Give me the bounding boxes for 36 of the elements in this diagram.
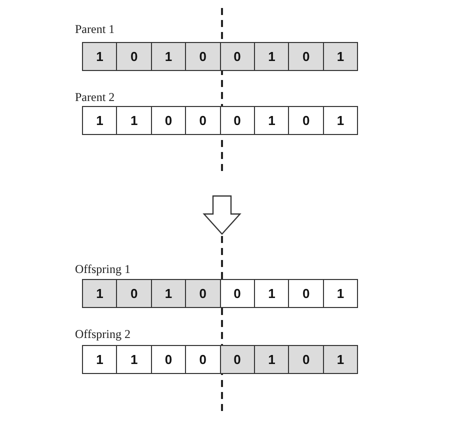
bit-cell: 0 [185,106,221,135]
bit-cell: 1 [82,345,118,374]
bit-cell: 0 [116,279,152,308]
bit-cell: 0 [185,345,221,374]
bit-cell: 1 [254,345,290,374]
bit-cell: 1 [322,345,358,374]
bit-cell: 1 [116,106,152,135]
bit-cell: 0 [288,279,324,308]
bit-cell: 0 [220,106,255,135]
bit-cell: 1 [150,42,186,71]
bit-cell: 1 [322,279,358,308]
bit-cell: 1 [254,106,290,135]
row-heading: Parent 2 [75,90,115,105]
row-heading: Offspring 2 [75,327,130,342]
bit-cell: 1 [116,345,152,374]
bit-cell: 0 [150,345,186,374]
bit-cell: 1 [82,106,118,135]
row-heading: Offspring 1 [75,262,130,277]
bit-cell: 1 [254,42,290,71]
bit-cell: 0 [288,106,324,135]
bit-cell: 0 [116,42,152,71]
row-heading: Parent 1 [75,22,115,37]
bit-cell: 0 [185,42,221,71]
bit-cell: 1 [82,42,118,71]
bit-cell: 1 [322,106,358,135]
bit-cell: 0 [150,106,186,135]
bit-cell: 1 [322,42,358,71]
bit-cell: 0 [220,42,255,71]
bit-cell: 0 [185,279,221,308]
bit-cell: 1 [82,279,118,308]
bit-cell: 1 [150,279,186,308]
bit-cell: 0 [288,42,324,71]
bit-cell: 0 [288,345,324,374]
bit-cell: 0 [220,345,255,374]
bit-cell: 0 [220,279,255,308]
bit-cell: 1 [254,279,290,308]
